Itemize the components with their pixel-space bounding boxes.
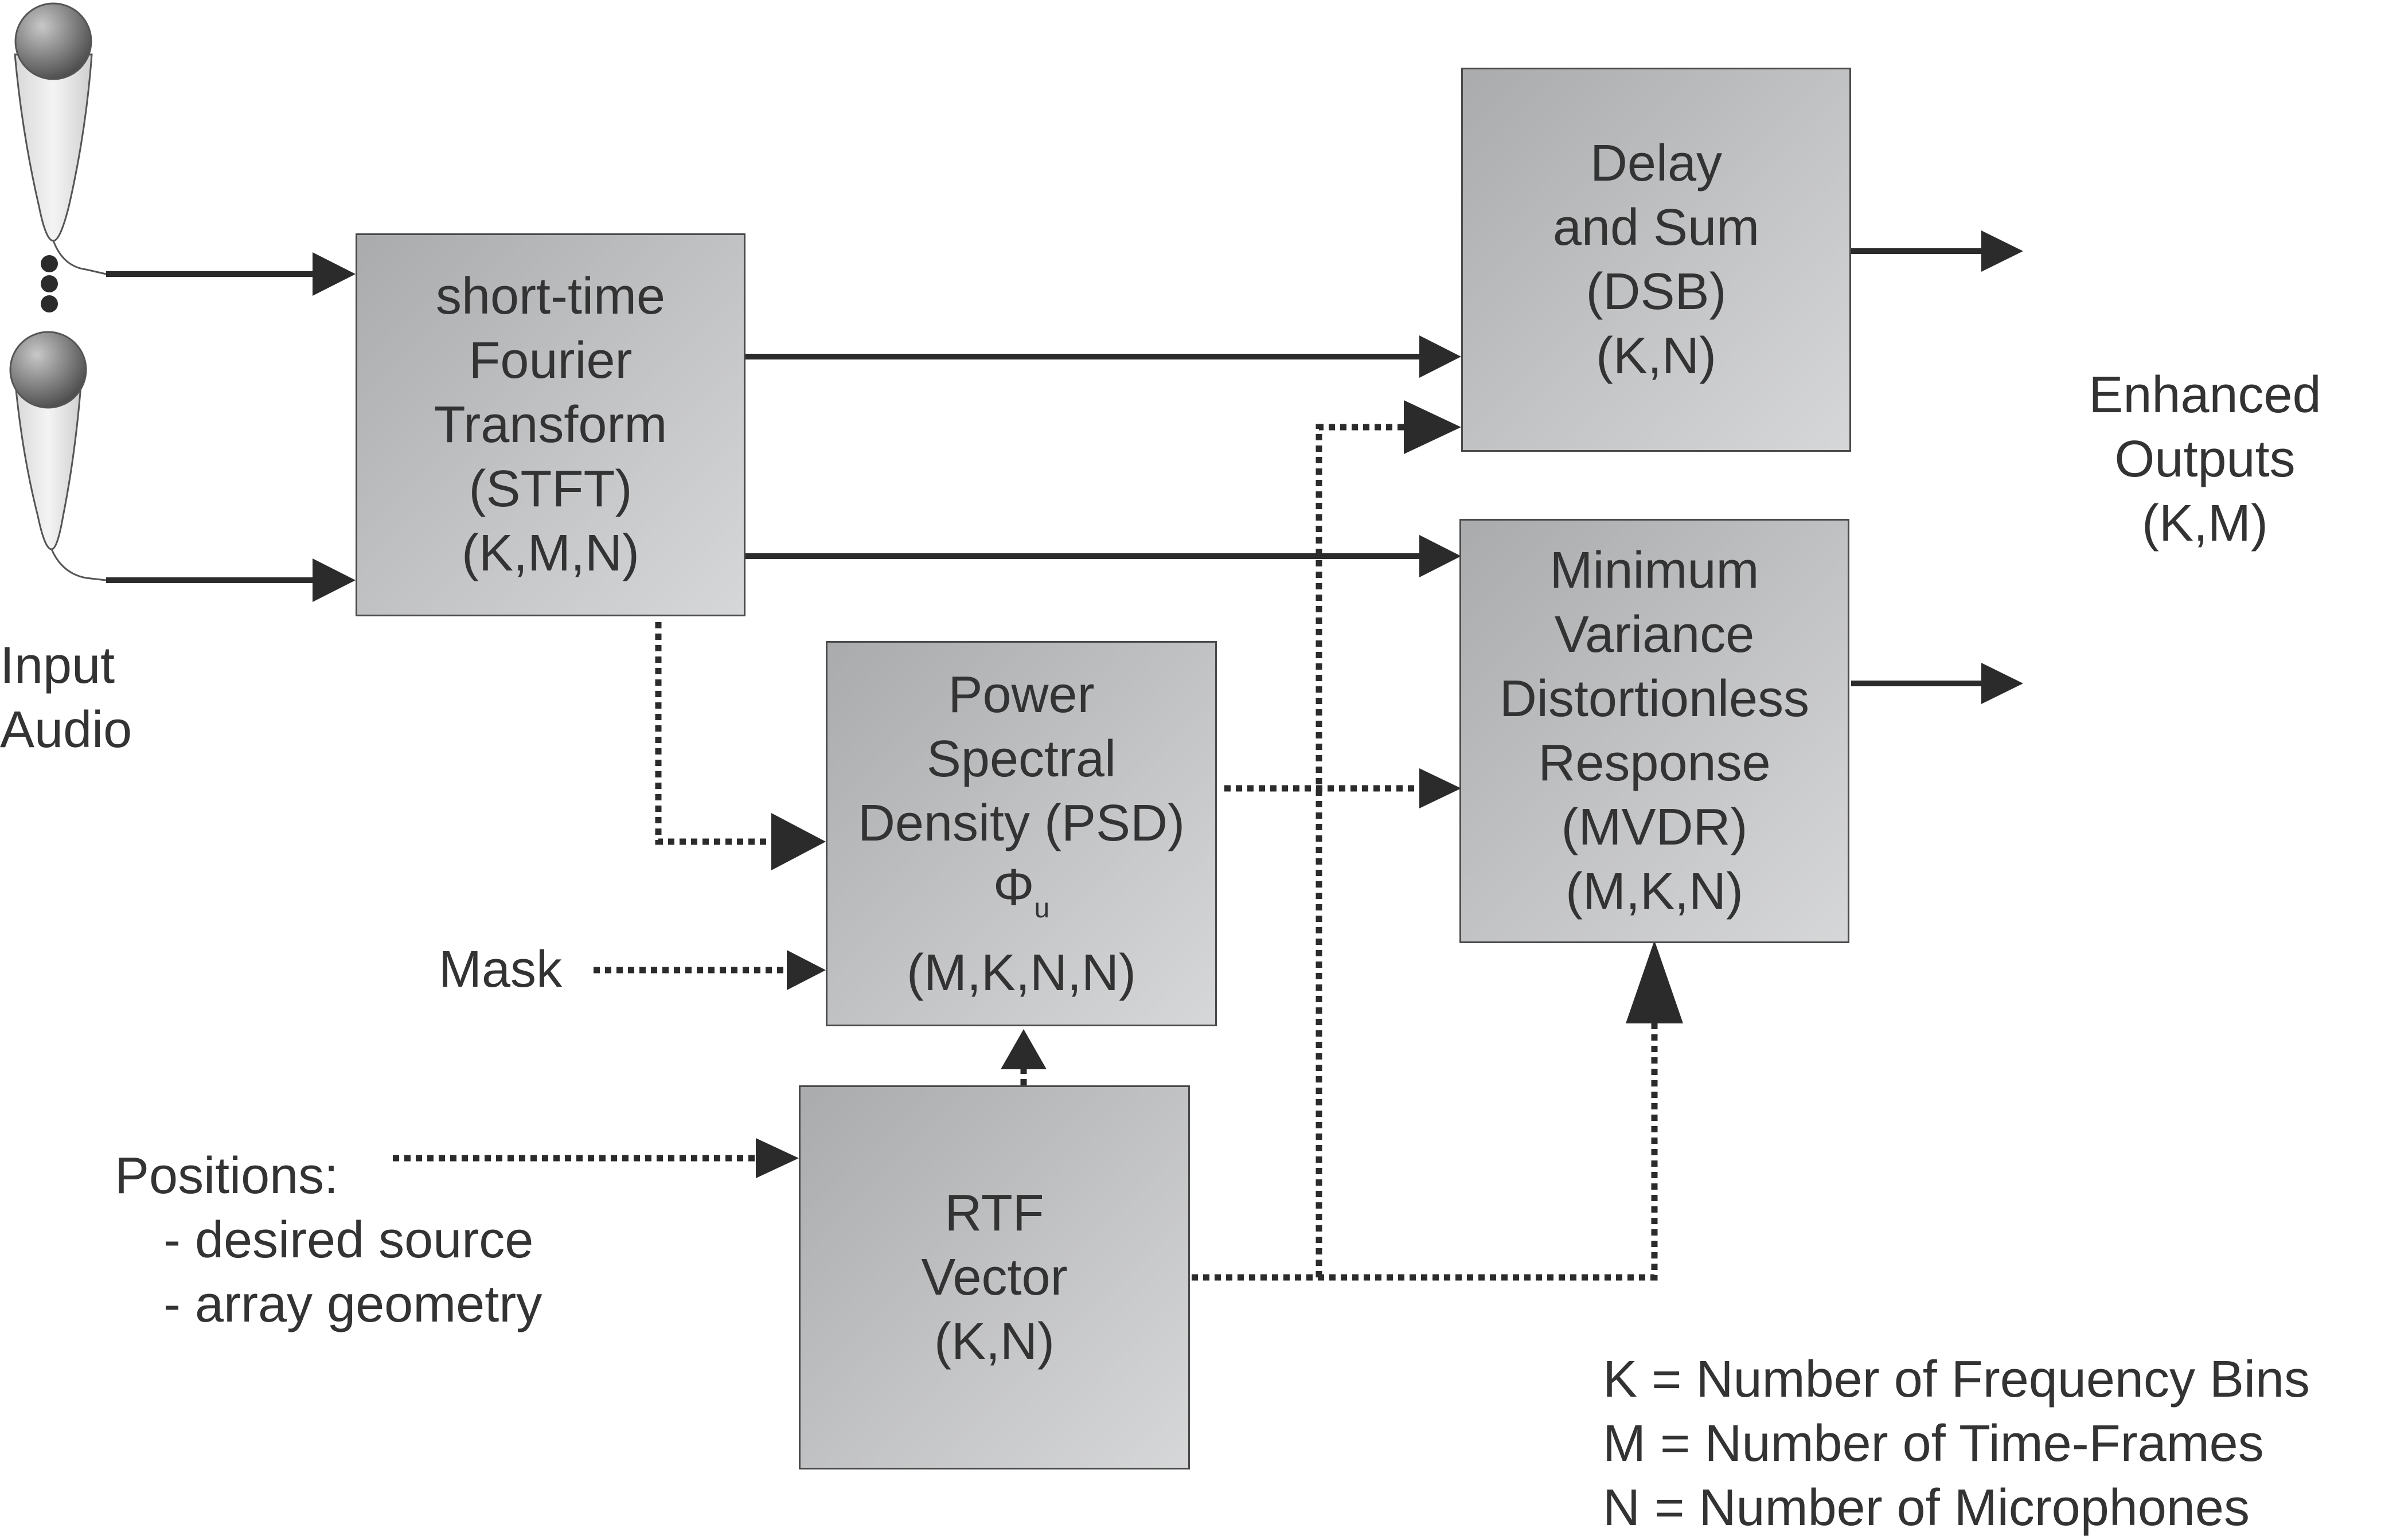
arrowhead	[1981, 230, 2023, 272]
mvdr-block: Minimum Variance Distortionless Response…	[1459, 519, 1849, 943]
arrowhead	[771, 813, 826, 870]
enhanced-outputs-line: Outputs	[2114, 431, 2296, 488]
microphone-icon	[14, 2, 107, 275]
microphone-icon	[9, 331, 107, 581]
psd-line: Power	[948, 666, 1095, 724]
rtf-to-mvdr-dotted-arrow	[1192, 1023, 1658, 1281]
dsb-line: Delay	[1590, 135, 1723, 192]
stft-line: short-time	[435, 268, 666, 325]
dsb-line: (K,N)	[1596, 327, 1716, 385]
rtf-to-dsb-dotted-arrow	[1316, 424, 1404, 1277]
legend-item: M = Number of Time-Frames	[1603, 1415, 2264, 1472]
arrowhead	[1419, 768, 1461, 808]
input-audio-line: Input	[0, 637, 115, 694]
mask-label: Mask	[439, 941, 563, 998]
mvdr-line: Response	[1538, 734, 1771, 792]
positions-line: - desired source	[163, 1211, 534, 1269]
mvdr-line: Variance	[1554, 606, 1755, 663]
ellipsis-dot	[41, 255, 58, 272]
arrowhead	[1404, 400, 1461, 454]
rtf-line: (K,N)	[934, 1313, 1055, 1370]
enhanced-outputs-line: Enhanced	[2089, 366, 2321, 424]
stft-block: short-time Fourier Transform (STFT) (K,M…	[356, 233, 745, 616]
stft-line: (STFT)	[469, 460, 633, 518]
arrowhead	[1419, 335, 1461, 378]
positions-label: Positions: - desired source - array geom…	[115, 1144, 542, 1336]
stft-line: Transform	[434, 396, 668, 454]
enhanced-outputs-label: Enhanced Outputs (K,M)	[2047, 363, 2363, 556]
stft-line: Fourier	[469, 332, 633, 389]
positions-line: Positions:	[115, 1147, 339, 1205]
legend: K = Number of Frequency Bins M = Number …	[1603, 1347, 2310, 1540]
positions-line: - array geometry	[163, 1276, 542, 1333]
legend-item: K = Number of Frequency Bins	[1603, 1351, 2310, 1408]
phi-glyph: Φ	[993, 858, 1035, 916]
psd-block: Power Spectral Density (PSD) Φu (M,K,N,N…	[826, 641, 1217, 1026]
ellipsis-dot	[41, 275, 58, 292]
legend-item: N = Number of Microphones	[1603, 1479, 2250, 1537]
arrowhead	[1001, 1029, 1047, 1069]
phi-subscript: u	[1034, 893, 1050, 924]
psd-line: Density (PSD)	[857, 794, 1185, 852]
psd-dims: (M,K,N,N)	[907, 944, 1136, 1002]
psd-line: Spectral	[926, 730, 1117, 788]
arrowhead	[313, 252, 356, 296]
mvdr-line: Minimum	[1549, 542, 1759, 599]
dsb-line: (DSB)	[1586, 263, 1727, 320]
mvdr-line: (M,K,N)	[1566, 863, 1743, 920]
enhanced-outputs-line: (K,M)	[2142, 495, 2268, 552]
stft-line: (K,M,N)	[462, 525, 639, 582]
stft-to-psd-dotted-arrow	[655, 622, 771, 845]
arrowhead	[787, 950, 826, 990]
arrowhead	[313, 558, 356, 602]
arrowhead	[1626, 940, 1683, 1023]
ellipsis-dot	[41, 295, 58, 312]
dsb-line: and Sum	[1552, 199, 1760, 256]
input-audio-line: Audio	[0, 701, 132, 759]
rtf-line: RTF	[944, 1185, 1044, 1242]
mvdr-line: (MVDR)	[1561, 799, 1748, 856]
arrowhead	[1981, 663, 2023, 704]
arrowhead	[1419, 535, 1461, 577]
rtf-line: Vector	[921, 1249, 1068, 1306]
psd-phi-symbol: Φu	[993, 855, 1050, 941]
rtf-block: RTF Vector (K,N)	[799, 1085, 1190, 1469]
mvdr-line: Distortionless	[1499, 670, 1810, 728]
input-audio-label: Input Audio	[0, 634, 132, 762]
dsb-block: Delay and Sum (DSB) (K,N)	[1461, 68, 1851, 452]
arrowhead	[756, 1138, 799, 1178]
